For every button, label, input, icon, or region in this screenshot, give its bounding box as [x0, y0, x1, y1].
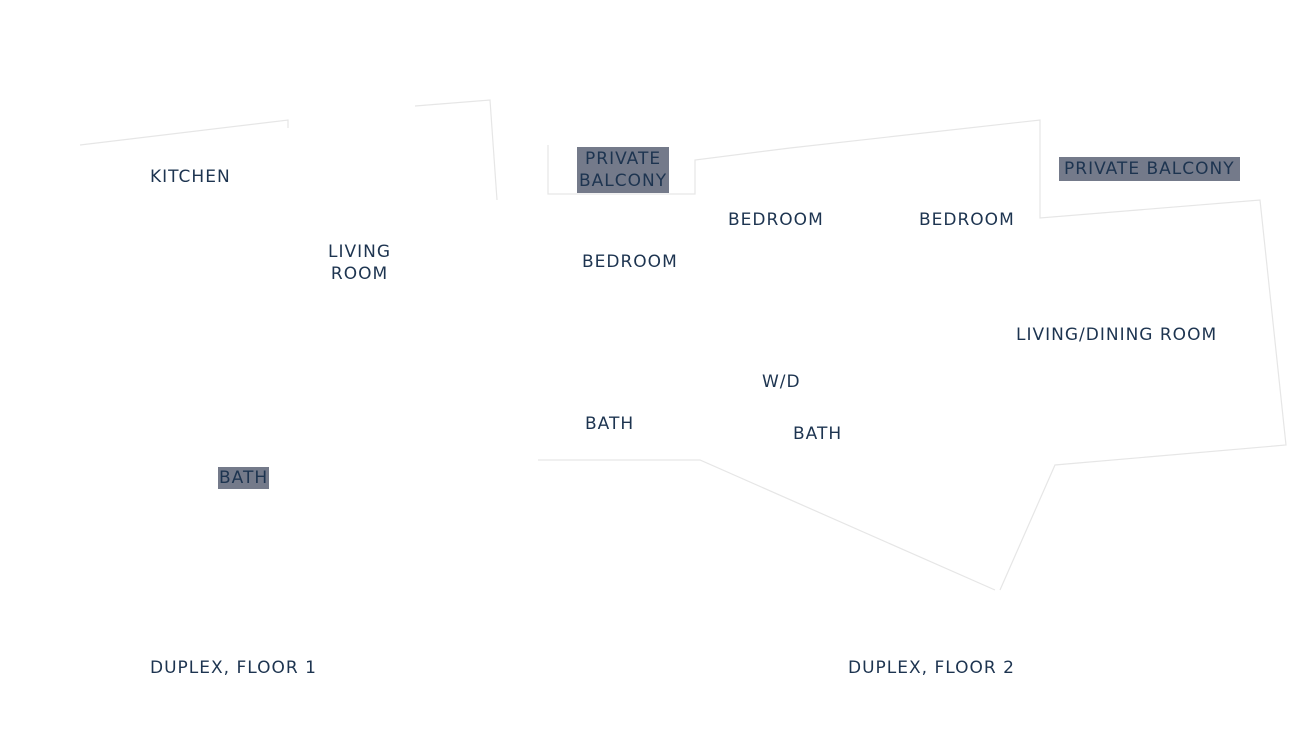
room-label-wd: W/D — [762, 372, 801, 392]
room-label-private-balcony-left: PRIVATE BALCONY — [577, 147, 670, 193]
room-label-bedroom-mid: BEDROOM — [728, 210, 824, 230]
living-room-line-1: LIVING — [328, 242, 392, 262]
room-label-living-dining: LIVING/DINING ROOM — [1016, 325, 1218, 345]
room-label-bath-floor1: BATH — [218, 467, 270, 489]
room-label-bath-left: BATH — [585, 414, 635, 434]
room-label-bedroom-left: BEDROOM — [582, 252, 678, 272]
balcony-line-1: PRIVATE — [585, 149, 662, 169]
room-label-bedroom-right: BEDROOM — [919, 210, 1015, 230]
room-label-private-balcony-right: PRIVATE BALCONY — [1059, 157, 1240, 181]
room-label-bath-right: BATH — [793, 424, 843, 444]
living-room-line-2: ROOM — [330, 264, 389, 284]
floor-1-title: DUPLEX, FLOOR 1 — [150, 658, 317, 678]
balcony-line-2: BALCONY — [579, 171, 668, 191]
floor-2-title: DUPLEX, FLOOR 2 — [848, 658, 1015, 678]
room-label-kitchen: KITCHEN — [150, 167, 231, 187]
room-label-living-room: LIVING ROOM — [328, 241, 391, 285]
